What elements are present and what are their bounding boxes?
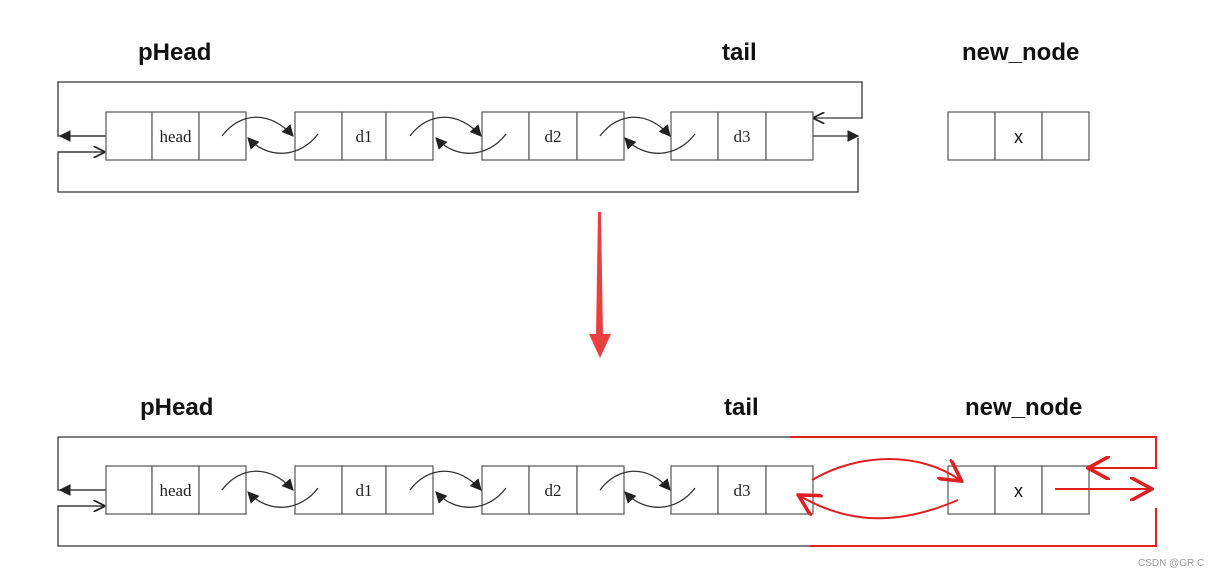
top-link-d2-d1-prev	[435, 133, 507, 154]
transition-arrow	[589, 212, 611, 358]
top-phead-label: pHead	[138, 39, 211, 66]
top-d2-text: d2	[545, 127, 562, 146]
top-link-d3-d2-prev	[624, 133, 696, 154]
bottom-d1-text: d1	[356, 481, 373, 500]
bottom-node-d3: d3	[670, 465, 814, 515]
top-node-d1: d1	[294, 111, 434, 161]
bottom-node-head: head	[105, 465, 247, 515]
bottom-phead-label: pHead	[140, 394, 213, 421]
top-link-d1-head-prev	[247, 133, 319, 154]
bottom-link-d1-d2-next	[409, 470, 482, 491]
bottom-tail-label: tail	[724, 394, 759, 421]
top-head-text: head	[159, 127, 192, 146]
top-node-d3: d3	[670, 111, 814, 161]
bottom-link-d2-d1-prev	[435, 487, 507, 508]
top-node-new: x	[947, 111, 1090, 161]
bottom-link-d3-d2-prev	[624, 487, 696, 508]
top-tail-label: tail	[722, 39, 757, 66]
top-d3-text: d3	[734, 127, 751, 146]
bottom-diagram: pHead tail new_node head d1 d2	[57, 394, 1157, 547]
bottom-links	[221, 470, 696, 508]
red-new-to-tail-prev	[800, 496, 959, 520]
red-loop-lower	[810, 508, 1157, 547]
top-new-node-label: new_node	[962, 39, 1079, 66]
bottom-new-text: x	[1014, 481, 1023, 501]
red-tail-to-new-next	[811, 458, 960, 480]
bottom-link-d2-d3-next	[599, 470, 671, 491]
red-loop-upper	[790, 436, 1157, 468]
top-links	[221, 116, 696, 154]
bottom-d3-text: d3	[734, 481, 751, 500]
top-link-d2-d3-next	[599, 116, 671, 137]
top-new-text: x	[1014, 127, 1023, 147]
bottom-link-head-d1-next	[221, 470, 294, 491]
bottom-d2-text: d2	[545, 481, 562, 500]
bottom-new-links	[790, 436, 1157, 547]
bottom-link-d1-head-prev	[247, 487, 319, 508]
watermark: CSDN @GR C	[1138, 558, 1204, 569]
top-d1-text: d1	[356, 127, 373, 146]
bottom-head-text: head	[159, 481, 192, 500]
top-node-d2: d2	[481, 111, 625, 161]
bottom-node-d1: d1	[294, 465, 434, 515]
top-node-head: head	[105, 111, 247, 161]
top-link-d1-d2-next	[409, 116, 482, 137]
top-diagram: pHead tail new_node head d1 d2	[57, 39, 1090, 193]
bottom-new-node-label: new_node	[965, 394, 1082, 421]
bottom-node-d2: d2	[481, 465, 625, 515]
top-link-head-d1-next	[221, 116, 294, 137]
